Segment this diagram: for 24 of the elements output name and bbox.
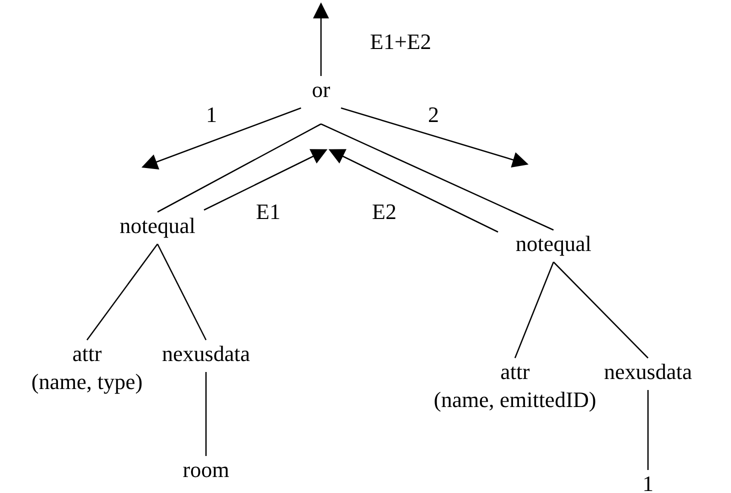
tree-line (320, 123, 554, 231)
arrow (142, 107, 302, 170)
node-label: attr (500, 358, 530, 386)
tree-line (156, 244, 207, 340)
tree-line (157, 123, 322, 213)
operator-label: notequal (516, 230, 592, 258)
arrow (328, 149, 498, 233)
tree-line (514, 262, 554, 358)
tree-line (553, 262, 648, 358)
leaf-label: 1 (642, 470, 654, 493)
tree-line (647, 390, 649, 470)
node-label: nexusdata (604, 358, 692, 386)
node-label: nexusdata (162, 340, 250, 368)
arrow (340, 107, 529, 168)
operator-label: notequal (120, 212, 196, 240)
argument-label: (name, type) (31, 368, 143, 396)
node-label: attr (72, 340, 102, 368)
argument-label: (name, emittedID) (434, 386, 596, 414)
tree-line (86, 244, 158, 340)
arrow (313, 2, 329, 76)
operator-label: or (312, 76, 330, 104)
tree-line (205, 372, 207, 456)
arrow (204, 149, 328, 211)
leaf-label: room (182, 456, 230, 484)
